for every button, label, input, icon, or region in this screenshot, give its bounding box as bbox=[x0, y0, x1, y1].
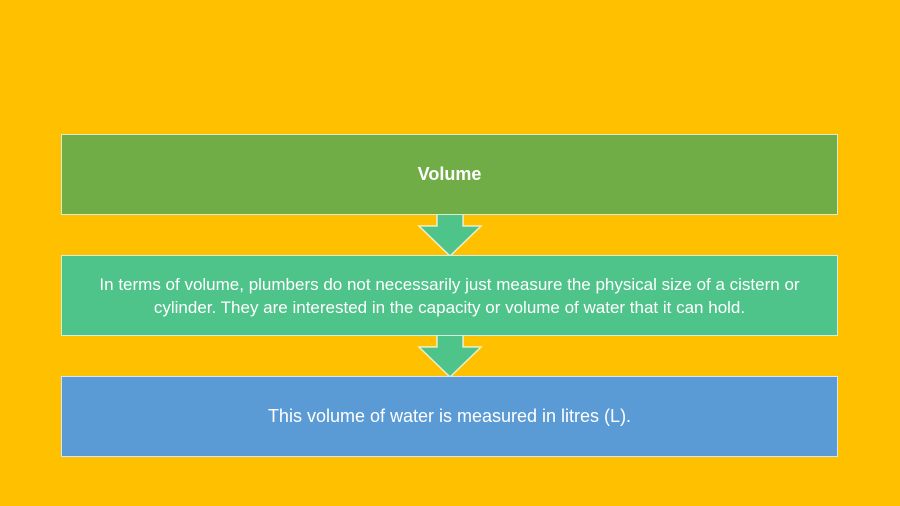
down-arrow-icon bbox=[417, 333, 483, 379]
step-text: This volume of water is measured in litr… bbox=[267, 406, 632, 426]
step-title: Volume bbox=[417, 164, 482, 184]
down-arrow-icon bbox=[417, 211, 483, 258]
flow-step-measurement: This volume of water is measured in litr… bbox=[61, 376, 838, 457]
flow-step-description: In terms of volume, plumbers do not nece… bbox=[61, 255, 838, 336]
flow-step-volume: Volume bbox=[61, 134, 838, 215]
step-text: In terms of volume, plumbers do not nece… bbox=[99, 274, 800, 317]
